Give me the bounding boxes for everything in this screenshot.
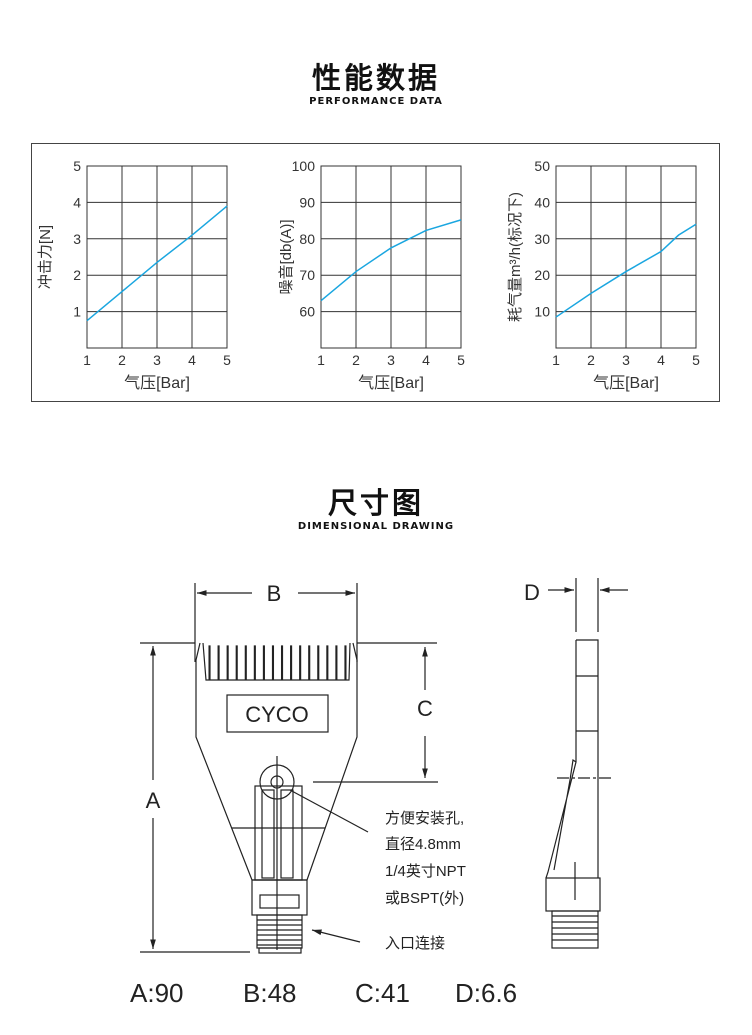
y-tick-label: 70	[299, 267, 315, 283]
x-tick-label: 2	[118, 352, 126, 368]
svg-text:直径4.8mm: 直径4.8mm	[385, 836, 461, 853]
y-tick-label: 1	[73, 304, 81, 320]
dimension-title: 尺寸图	[327, 486, 424, 520]
x-tick-label: 3	[153, 352, 161, 368]
y-tick-label: 20	[534, 267, 550, 283]
y-tick-label: 5	[73, 158, 81, 174]
y-tick-label: 40	[534, 194, 550, 210]
series-line	[320, 219, 462, 302]
dim-value-c: C:41	[355, 978, 410, 1008]
performance-charts: 1 2 3 4 5 1 2 3 4 5 气压[Bar] 冲击力[N] 1 2 3 4 5 60 70 80 90 100 气…	[37, 158, 700, 392]
logo-text: CYCO	[245, 702, 309, 727]
dim-value-b: B:48	[243, 978, 297, 1008]
inlet-note: 入口连接	[385, 935, 445, 952]
hole-note: 方便安装孔, 直径4.8mm 1/4英寸NPT 或BSPT(外) 入口连接	[385, 810, 466, 952]
svg-text:方便安装孔,: 方便安装孔,	[385, 810, 464, 827]
y-tick-label: 60	[299, 304, 315, 320]
y-tick-label: 2	[73, 267, 81, 283]
x-tick-label: 4	[422, 352, 430, 368]
x-tick-label: 2	[352, 352, 360, 368]
x-tick-label: 1	[83, 352, 91, 368]
performance-title: 性能数据	[311, 61, 440, 95]
svg-text:B: B	[267, 581, 282, 606]
x-tick-label: 3	[387, 352, 395, 368]
x-tick-label: 1	[317, 352, 325, 368]
x-tick-label: 4	[657, 352, 665, 368]
svg-text:或BSPT(外): 或BSPT(外)	[385, 890, 464, 907]
svg-text:D: D	[524, 580, 540, 605]
y-tick-label: 4	[73, 194, 81, 210]
performance-subtitle: PERFORMANCE DATA	[309, 96, 443, 107]
x-tick-label: 2	[587, 352, 595, 368]
y-tick-label: 100	[292, 158, 316, 174]
y-tick-label: 3	[73, 231, 81, 247]
nozzle-front-view: CYCO	[195, 642, 358, 954]
y-axis-label: 耗气量m³/h(标况下)	[507, 192, 524, 322]
x-tick-label: 3	[622, 352, 630, 368]
x-axis-label: 气压[Bar]	[358, 374, 424, 392]
y-tick-label: 80	[299, 231, 315, 247]
svg-text:C: C	[417, 696, 433, 721]
dimension-b: B	[194, 581, 358, 662]
y-tick-label: 30	[534, 231, 550, 247]
svg-text:A: A	[146, 788, 161, 813]
x-tick-label: 5	[457, 352, 465, 368]
dimension-subtitle: DIMENSIONAL DRAWING	[297, 521, 455, 532]
x-axis-label: 气压[Bar]	[124, 374, 190, 392]
nozzle-side-view: D	[524, 578, 628, 949]
y-axis-label: 噪音[db(A)]	[278, 219, 295, 294]
series-line	[555, 223, 697, 318]
svg-text:1/4英寸NPT: 1/4英寸NPT	[385, 862, 466, 880]
x-tick-label: 4	[188, 352, 196, 368]
series-line	[86, 205, 228, 322]
dim-value-a: A:90	[130, 978, 184, 1008]
x-axis-label: 气压[Bar]	[593, 374, 659, 392]
y-axis-label: 冲击力[N]	[37, 225, 54, 289]
y-tick-label: 90	[299, 194, 315, 210]
dimension-c: C	[313, 642, 438, 783]
charts-panel	[31, 143, 720, 402]
y-tick-label: 50	[534, 158, 550, 174]
dimension-a: A	[140, 642, 250, 953]
x-tick-label: 5	[223, 352, 231, 368]
x-tick-label: 5	[692, 352, 700, 368]
dim-value-d: D:6.6	[455, 978, 518, 1008]
y-tick-label: 10	[534, 304, 550, 320]
x-tick-label: 1	[552, 352, 560, 368]
